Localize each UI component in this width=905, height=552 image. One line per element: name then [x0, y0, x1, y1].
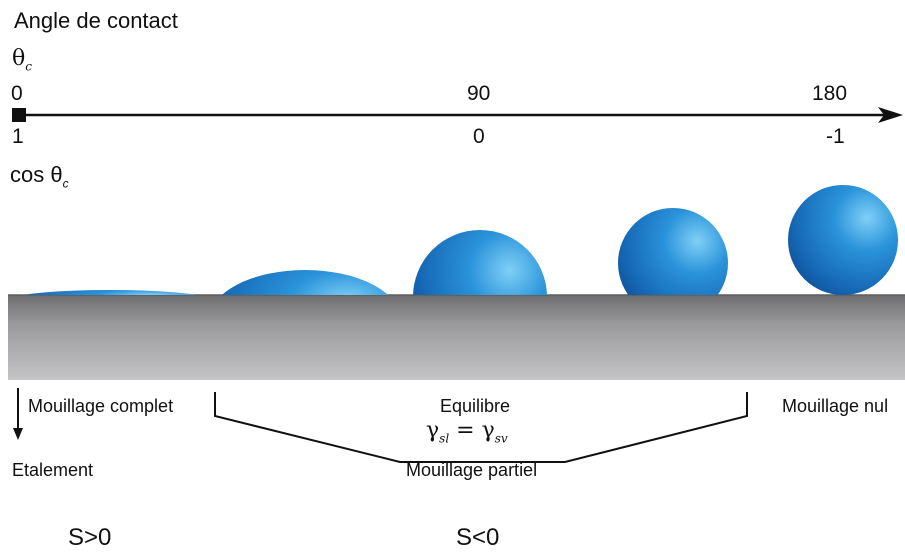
substrate	[8, 295, 905, 380]
cos-theta-symbol: cos θc	[10, 162, 69, 190]
label-equilibrium: Equilibre	[440, 396, 510, 417]
cos-tick-0: 0	[473, 125, 485, 149]
theta-letter: θ	[12, 46, 25, 71]
equals-sign: =	[456, 418, 474, 443]
cos-theta-text: cos θ	[10, 162, 63, 187]
label-spreading: Etalement	[12, 460, 93, 481]
label-complete-wetting: Mouillage complet	[28, 396, 173, 417]
cos-theta-subscript: c	[63, 176, 69, 190]
angle-tick-180: 180	[812, 82, 847, 106]
droplet-180-degrees	[788, 185, 898, 295]
gamma-left: γ	[426, 418, 439, 443]
label-s-positive: S>0	[68, 524, 111, 552]
spreading-arrowhead	[13, 428, 23, 440]
cos-tick-minus-1: -1	[826, 125, 845, 149]
axis-origin-marker	[12, 108, 26, 122]
gamma-sub-right: sv	[495, 431, 508, 445]
angle-tick-0: 0	[11, 82, 23, 106]
theta-symbol: θc	[12, 46, 32, 73]
cos-tick-1: 1	[12, 125, 24, 149]
theta-subscript: c	[25, 59, 32, 73]
gamma-sub-left: sl	[439, 431, 449, 445]
gamma-right: γ	[482, 418, 495, 443]
angle-tick-90: 90	[467, 82, 490, 106]
young-equation: γsl = γsv	[426, 418, 508, 445]
label-partial-wetting: Mouillage partiel	[406, 460, 537, 481]
chart-title: Angle de contact	[14, 8, 178, 34]
label-null-wetting: Mouillage nul	[782, 396, 888, 417]
label-s-negative: S<0	[456, 524, 499, 552]
